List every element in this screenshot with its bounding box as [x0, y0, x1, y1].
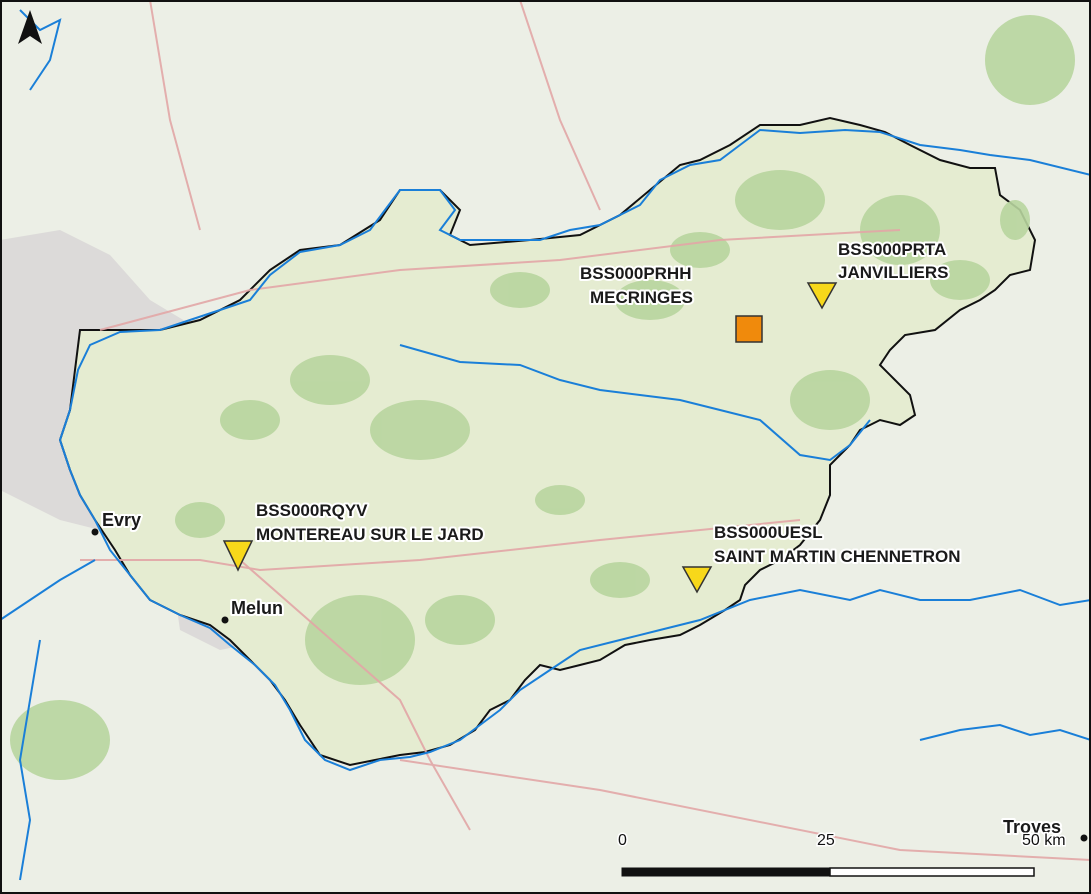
site-code-montereau: BSS000RQYV: [256, 501, 368, 520]
site-name-janvilliers: JANVILLIERS: [838, 263, 949, 282]
river-grand-morin: [399, 344, 871, 462]
scale-tick-0: 0: [618, 832, 627, 849]
site-code-janvilliers: BSS000PRTA: [838, 240, 946, 259]
site-name-montereau: MONTEREAU SUR LE JARD: [256, 525, 484, 544]
city-dot-melun: [221, 616, 229, 624]
city-dot-troyes: [1080, 834, 1088, 842]
city-label-melun: Melun: [231, 598, 283, 618]
site-code-saint-martin: BSS000UESL: [714, 523, 823, 542]
river-seine-upstream: [919, 723, 1091, 741]
site-marker-saint-martin[interactable]: [681, 566, 713, 594]
site-marker-janvilliers[interactable]: [806, 282, 838, 310]
scale-tick-25: 25: [817, 832, 835, 849]
river-essonne: [0, 559, 96, 621]
site-marker-montereau[interactable]: [222, 540, 254, 572]
rivers: [0, 9, 1091, 881]
site-marker-mecringes[interactable]: [735, 315, 763, 343]
forest-patches: [10, 15, 1075, 780]
site-name-mecringes: MECRINGES: [590, 288, 693, 307]
river-south: [18, 639, 41, 881]
city-dot-evry: [91, 528, 99, 536]
scale-bar: 0 25 50 km: [617, 831, 1067, 877]
north-arrow-icon: [18, 10, 42, 44]
site-code-mecringes: BSS000PRHH: [580, 264, 692, 283]
river-marne: [69, 128, 1091, 411]
river-seine-west: [58, 409, 1091, 772]
scale-tick-50: 50 km: [1022, 832, 1066, 849]
city-label-evry: Evry: [102, 510, 141, 530]
city-label-troyes: Troyes: [1003, 817, 1061, 837]
site-name-saint-martin: SAINT MARTIN CHENNETRON: [714, 547, 961, 566]
roads: [80, 0, 1091, 861]
